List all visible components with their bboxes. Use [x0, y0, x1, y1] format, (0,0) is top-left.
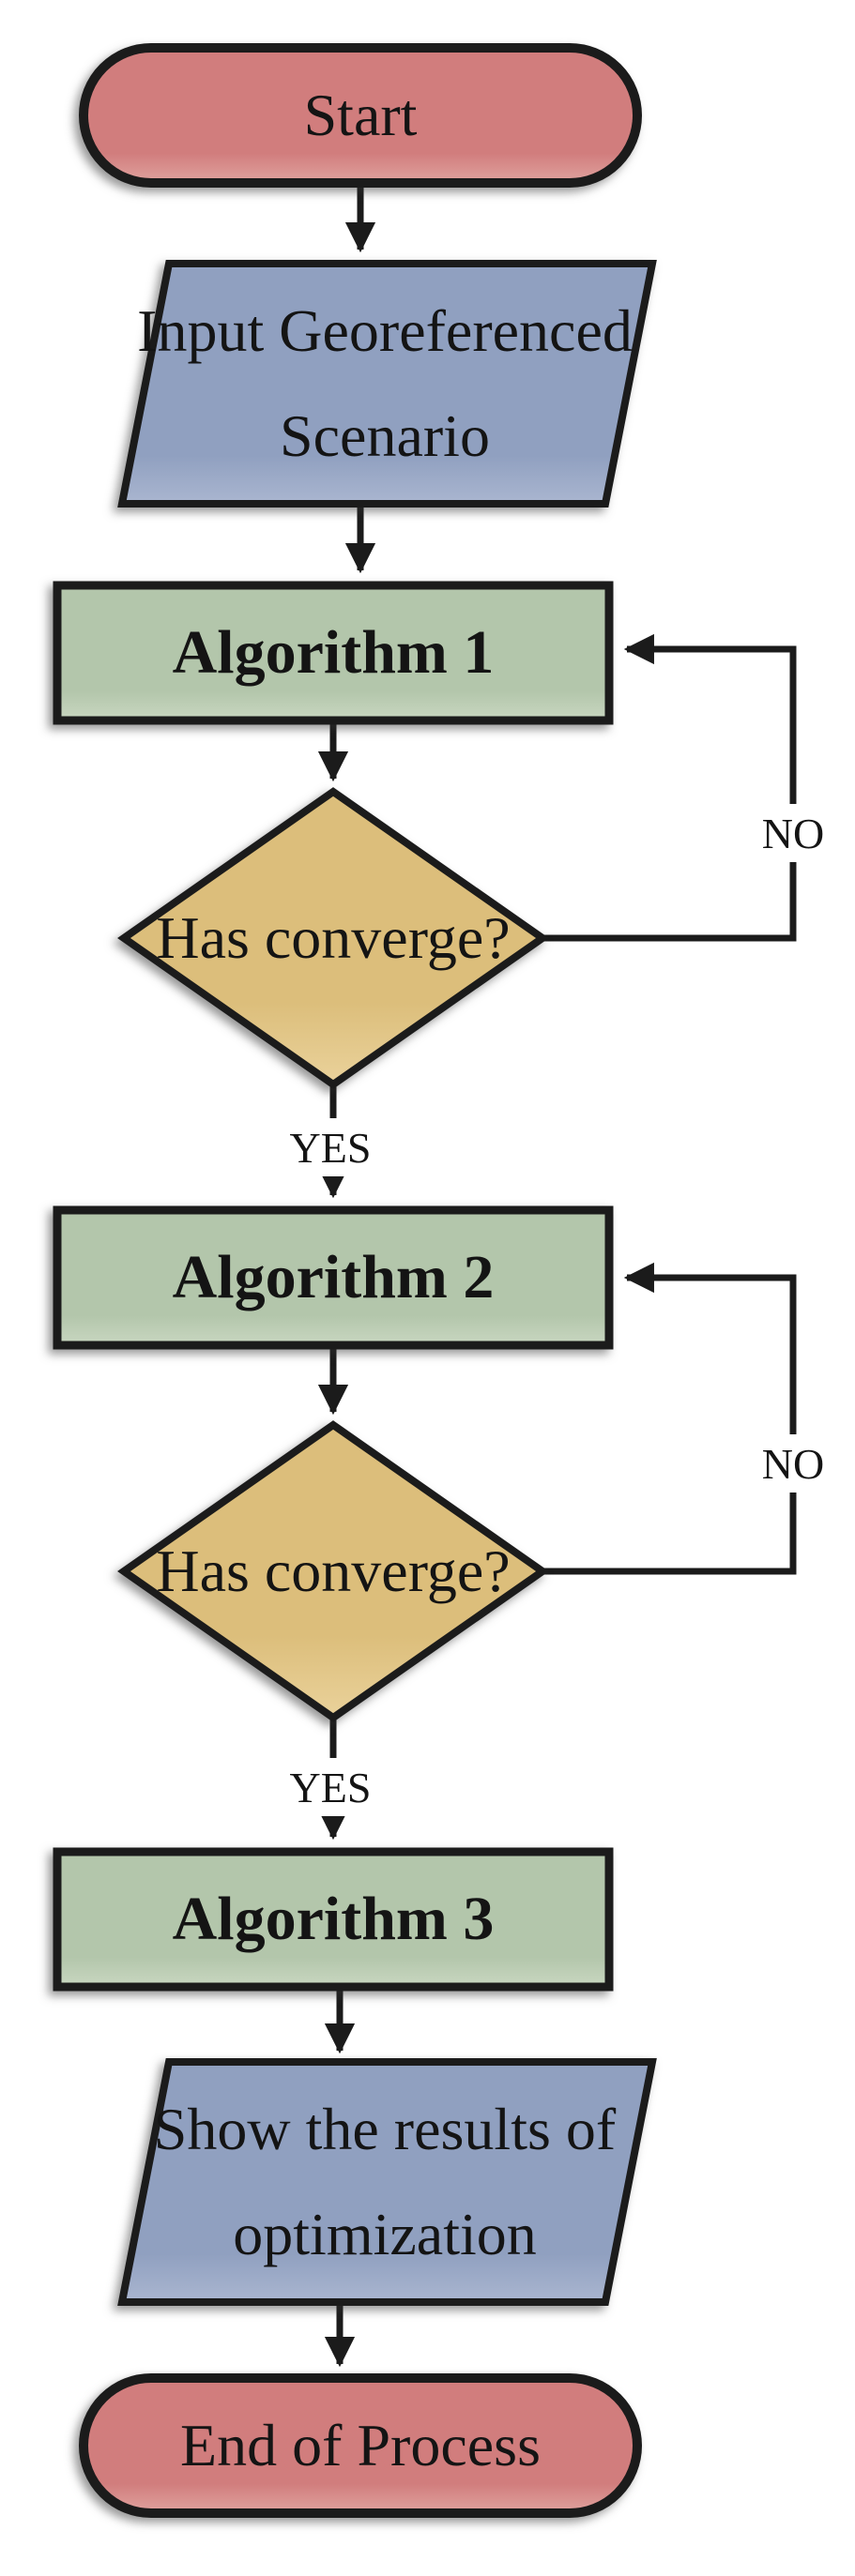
edge-dec1-no-loop [542, 633, 797, 942]
algorithm-2-node [53, 1205, 614, 1350]
decision-2-label: Has converge? [156, 1537, 511, 1604]
algorithm-1-label: Algorithm 1 [172, 618, 495, 688]
output-node-line2: optimization [233, 2201, 537, 2267]
input-node-label: Input Georeferenced Scenario [131, 260, 638, 508]
algorithm-3-label: Algorithm 3 [172, 1885, 495, 1954]
end-node-label: End of Process [180, 2411, 541, 2478]
output-node [117, 2058, 657, 2306]
no-label-2: NO [735, 1434, 851, 1493]
input-node [117, 260, 657, 508]
decision-2-node [117, 1420, 549, 1722]
algorithm-2-label: Algorithm 2 [172, 1243, 495, 1312]
yes-label-1: YES [255, 1118, 405, 1176]
output-node-label: Show the results of optimization [131, 2058, 638, 2306]
end-node [79, 2373, 642, 2518]
start-node-label: Start [303, 81, 418, 148]
input-node-line1: Input Georeferenced [137, 297, 633, 364]
input-node-line2: Scenario [280, 402, 490, 469]
start-node [79, 43, 642, 188]
output-node-line1: Show the results of [153, 2096, 617, 2162]
decision-1-label: Has converge? [156, 903, 511, 971]
no-label-1: NO [735, 804, 851, 862]
decision-1-node [117, 787, 549, 1089]
algorithm-1-node [53, 581, 614, 725]
yes-label-2: YES [255, 1758, 405, 1816]
algorithm-3-node [53, 1847, 614, 1992]
edge-dec2-no-loop [542, 1262, 797, 1575]
